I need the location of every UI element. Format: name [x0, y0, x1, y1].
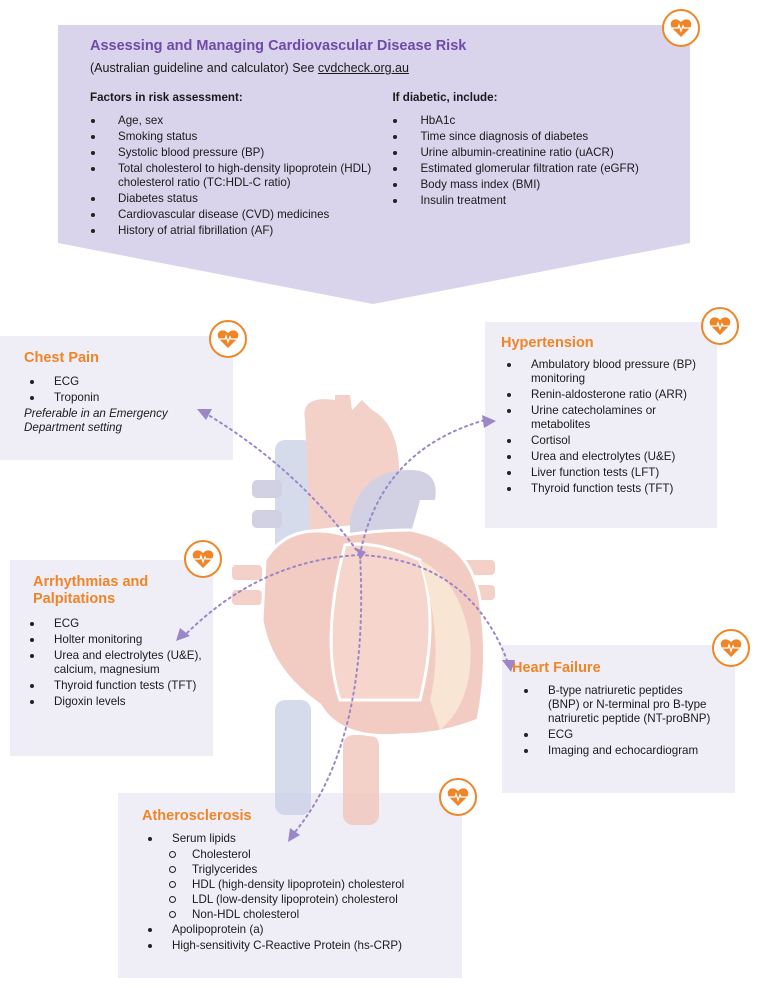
hypertension-title: Hypertension [501, 335, 594, 351]
diabetic-list: HbA1c Time since diagnosis of diabetes U… [392, 114, 680, 208]
arrowhead [288, 828, 300, 842]
arrow-chest-pain [204, 412, 361, 556]
arrow-hypertension [359, 419, 486, 556]
list-item: Triglycerides [142, 863, 462, 877]
list-item: LDL (low-density lipoprotein) cholestero… [142, 893, 462, 907]
arrowhead [197, 409, 212, 420]
arrow-arrhythmias [184, 554, 361, 636]
list-item: Urine albumin-creatinine ratio (uACR) [392, 146, 680, 160]
list-item: ECG [518, 728, 715, 742]
list-item: Thyroid function tests (TFT) [501, 482, 705, 496]
list-item: Age, sex [90, 114, 392, 128]
list-item: Urine catecholamines or metabolites [501, 404, 705, 432]
arrowhead [176, 628, 190, 641]
vessel [252, 510, 282, 528]
risk-panel: Assessing and Managing Cardiovascular Di… [90, 38, 680, 240]
heart-failure-panel: Heart Failure B-type natriuretic peptide… [502, 645, 735, 793]
atherosclerosis-title: Atherosclerosis [142, 808, 252, 824]
arrowhead [502, 660, 515, 672]
list-item: HbA1c [392, 114, 680, 128]
list-item: Imaging and echocardiogram [518, 744, 715, 758]
chest-pain-title: Chest Pain [24, 350, 99, 366]
list-item: Renin-aldosterone ratio (ARR) [501, 388, 705, 402]
risk-title: Assessing and Managing Cardiovascular Di… [90, 38, 467, 54]
list-item: Smoking status [90, 130, 392, 144]
heart-ecg-icon [662, 9, 700, 47]
heart-ecg-icon [701, 307, 739, 345]
list-item: Cardiovascular disease (CVD) medicines [90, 208, 392, 222]
vessel [252, 480, 282, 498]
heart-ecg-icon [439, 778, 477, 816]
list-item: Total cholesterol to high-density lipopr… [90, 162, 392, 190]
diabetic-heading: If diabetic, include: [392, 91, 498, 104]
list-item: History of atrial fibrillation (AF) [90, 224, 392, 238]
list-item: Estimated glomerular filtration rate (eG… [392, 162, 680, 176]
list-item: Digoxin levels [24, 695, 205, 709]
arrowhead [356, 548, 366, 560]
diabetic-column: If diabetic, include: HbA1c Time since d… [392, 91, 680, 240]
fat-tissue [420, 560, 471, 730]
list-item: Cortisol [501, 434, 705, 448]
list-item: Serum lipids [142, 832, 462, 846]
list-item: Body mass index (BMI) [392, 178, 680, 192]
list-item: Diabetes status [90, 192, 392, 206]
arrow-heart-failure [359, 554, 509, 664]
ventricle [329, 542, 432, 702]
list-item: Apolipoprotein (a) [142, 923, 462, 937]
list-item: Systolic blood pressure (BP) [90, 146, 392, 160]
list-item: Holter monitoring [24, 633, 205, 647]
factors-list: Age, sex Smoking status Systolic blood p… [90, 114, 392, 238]
heart-failure-title: Heart Failure [512, 660, 601, 676]
vessel [232, 565, 262, 580]
chest-pain-panel: Chest Pain ECG Troponin Preferable in an… [0, 336, 233, 460]
list-item: Thyroid function tests (TFT) [24, 679, 205, 693]
cvdcheck-link[interactable]: cvdcheck.org.au [317, 61, 409, 75]
arrow-atherosclerosis [294, 554, 363, 833]
chest-pain-note: Preferable in an Emergency Department se… [24, 407, 168, 434]
risk-subtitle-line: (Australian guideline and calculator) Se… [90, 61, 680, 75]
arrhythmias-title: Arrhythmias and Palpitations [33, 574, 149, 607]
list-item: HDL (high-density lipoprotein) cholester… [142, 878, 462, 892]
list-item: Time since diagnosis of diabetes [392, 130, 680, 144]
heart-ecg-icon [184, 540, 222, 578]
factors-heading: Factors in risk assessment: [90, 91, 243, 104]
risk-subtitle: (Australian guideline and calculator) Se… [90, 61, 318, 75]
list-item: B-type natriuretic peptides (BNP) or N-t… [518, 684, 715, 726]
vena-cava-lower [275, 700, 311, 815]
list-item: Urea and electrolytes (U&E) [501, 450, 705, 464]
arrowheads [176, 409, 515, 842]
factors-column: Factors in risk assessment: Age, sex Smo… [90, 91, 392, 240]
heart-ecg-icon [209, 320, 247, 358]
list-item: ECG [24, 375, 233, 389]
list-item: ECG [24, 617, 205, 631]
list-item: Insulin treatment [392, 194, 680, 208]
atherosclerosis-panel: Atherosclerosis Serum lipids Cholesterol… [118, 793, 462, 978]
arrowhead [482, 415, 496, 428]
connector-arrows [184, 412, 509, 833]
list-item: High-sensitivity C-Reactive Protein (hs-… [142, 939, 462, 953]
aorta-descending [343, 735, 379, 825]
list-item: Ambulatory blood pressure (BP) monitorin… [501, 358, 705, 386]
list-item: Urea and electrolytes (U&E), calcium, ma… [24, 649, 205, 677]
list-item: Troponin [24, 391, 233, 405]
risk-panel-shape [58, 25, 690, 304]
heart-ecg-icon [712, 629, 750, 667]
list-item: Non-HDL cholesterol [142, 908, 462, 922]
hypertension-panel: Hypertension Ambulatory blood pressure (… [485, 322, 717, 528]
arrhythmias-panel: Arrhythmias and Palpitations ECG Holter … [10, 560, 213, 756]
list-item: Cholesterol [142, 848, 462, 862]
vessel [232, 590, 262, 605]
list-item: Liver function tests (LFT) [501, 466, 705, 480]
